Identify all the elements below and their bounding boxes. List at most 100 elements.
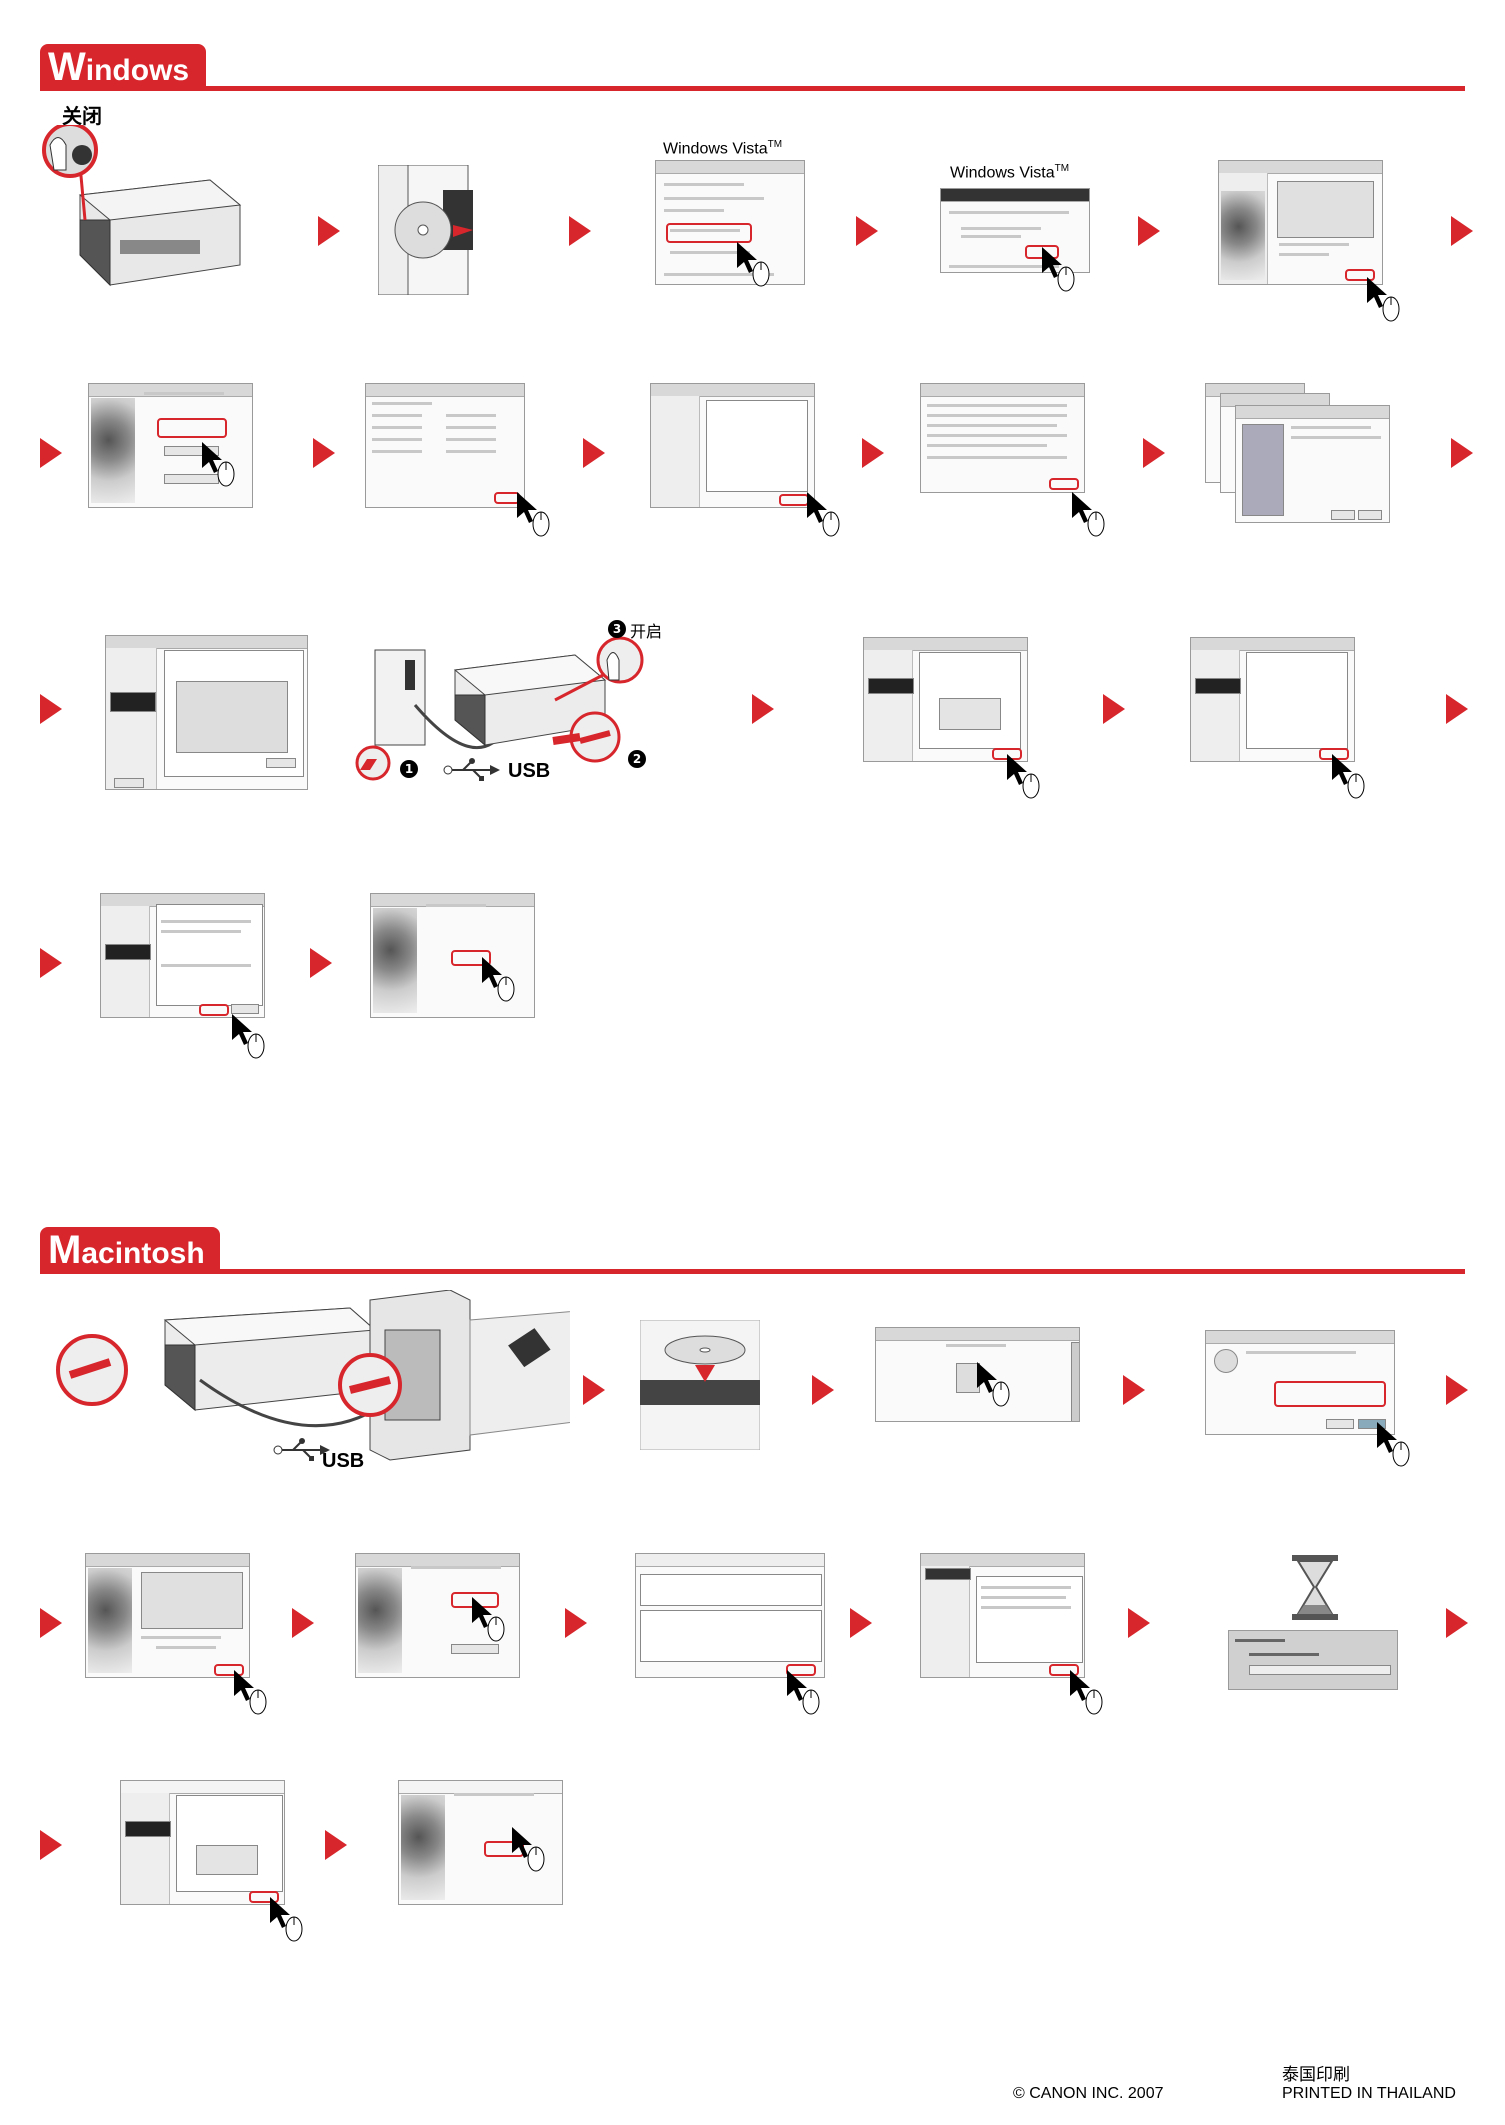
usb-connection-illustration (355, 636, 644, 781)
step-number-2: 2 (628, 750, 646, 768)
cursor-icon (472, 1597, 505, 1642)
mac-easy-install-screenshot (355, 1553, 520, 1678)
arrow-right-icon (40, 694, 62, 724)
arrow-right-icon (583, 1375, 605, 1405)
windows-section-header: Windows (40, 44, 1465, 91)
arrow-right-icon (565, 1608, 587, 1638)
vista-label-2: Windows VistaTM (950, 163, 1070, 182)
cursor-icon (270, 1897, 303, 1942)
cursor-icon (482, 957, 515, 1002)
section-rule (40, 1269, 1465, 1274)
arrow-right-icon (1103, 694, 1125, 724)
cursor-icon (1072, 492, 1105, 537)
tag-initial: W (48, 45, 86, 89)
arrow-right-icon (1143, 438, 1165, 468)
copyright-text: © CANON INC. 2007 (1013, 2085, 1164, 2102)
cursor-icon (1070, 1670, 1103, 1715)
stacked-window-3 (1235, 405, 1390, 523)
cursor-icon (1332, 754, 1365, 799)
cursor-icon (787, 1670, 820, 1715)
arrow-right-icon (313, 438, 335, 468)
arrow-right-icon (40, 1830, 62, 1860)
uac-dialog-screenshot (940, 188, 1090, 273)
hourglass-icon (1292, 1555, 1338, 1620)
tag-rest: indows (85, 54, 190, 87)
cursor-icon (1007, 754, 1040, 799)
arrow-right-icon (40, 948, 62, 978)
power-off-label: 关闭 (62, 104, 102, 128)
tag-initial: M (48, 1228, 82, 1272)
cursor-icon (977, 1362, 1010, 1407)
arrow-right-icon (569, 216, 591, 246)
mac-cd-insert-illustration (640, 1320, 760, 1450)
macintosh-tag: Macintosh (40, 1227, 220, 1273)
arrow-right-icon (310, 948, 332, 978)
arrow-right-icon (1128, 1608, 1150, 1638)
arrow-right-icon (812, 1375, 834, 1405)
extended-survey-screenshot (100, 893, 265, 1018)
mac-alignment-screenshot (120, 1780, 285, 1905)
windows-tag: Windows (40, 44, 206, 90)
cursor-icon (1377, 1422, 1410, 1467)
cursor-icon (517, 492, 550, 537)
power-button-icon (72, 145, 92, 165)
arrow-right-icon (1446, 694, 1468, 724)
arrow-right-icon (856, 216, 878, 246)
arrow-right-icon (862, 438, 884, 468)
arrow-right-icon (40, 438, 62, 468)
printed-in-cn-text: 泰国印刷 (1282, 2065, 1350, 2085)
step-number-1: 1 (400, 760, 418, 778)
easy-install-screenshot (88, 383, 253, 508)
mac-residence-screenshot (85, 1553, 250, 1678)
arrow-right-icon (318, 216, 340, 246)
mac-usb-label: USB (322, 1450, 365, 1472)
installation-progress-screenshot (1228, 1630, 1398, 1690)
usb-label: USB (508, 760, 551, 782)
arrow-right-icon (40, 1608, 62, 1638)
arrow-right-icon (1123, 1375, 1145, 1405)
arrow-right-icon (752, 694, 774, 724)
arrow-right-icon (1451, 438, 1473, 468)
residence-window-screenshot (1218, 160, 1383, 285)
cursor-icon (737, 242, 770, 287)
step-number-3: 3 (608, 620, 626, 638)
tag-rest: acintosh (81, 1237, 205, 1270)
mac-usb-connection-illustration (56, 1290, 570, 1461)
printer-connection-screenshot (105, 635, 308, 790)
install-list-screenshot (365, 383, 525, 508)
cursor-icon (1042, 247, 1075, 292)
destination-screenshot (650, 383, 815, 508)
authenticate-screenshot (1205, 1330, 1395, 1435)
cursor-icon (512, 1827, 545, 1872)
cursor-icon (202, 442, 235, 487)
cd-window-screenshot (875, 1327, 1080, 1422)
mac-license-screenshot (920, 1553, 1085, 1678)
arrow-right-icon (1138, 216, 1160, 246)
usb-symbol-icon (443, 758, 500, 781)
printed-in-en-text: PRINTED IN THAILAND (1282, 2085, 1456, 2102)
mac-install-list-screenshot (635, 1553, 825, 1678)
cursor-icon (1367, 277, 1400, 322)
arrow-right-icon (1446, 1375, 1468, 1405)
section-rule (40, 86, 1465, 91)
autoplay-window-screenshot (655, 160, 805, 285)
print-head-alignment-screenshot (863, 637, 1028, 762)
arrow-right-icon (325, 1830, 347, 1860)
vista-label-1: Windows VistaTM (663, 139, 783, 158)
arrow-right-icon (850, 1608, 872, 1638)
power-on-label: 开启 (630, 622, 663, 641)
printer-power-off-illustration (42, 125, 242, 287)
cursor-icon (232, 1014, 265, 1059)
arrow-right-icon (1451, 216, 1473, 246)
license-screenshot (920, 383, 1085, 493)
cd-insert-illustration (378, 165, 473, 295)
arrow-right-icon (583, 438, 605, 468)
usb-symbol-icon (273, 1438, 330, 1461)
cursor-icon (234, 1670, 267, 1715)
macintosh-section-header: Macintosh (40, 1227, 1465, 1274)
arrow-right-icon (292, 1608, 314, 1638)
cursor-icon (807, 492, 840, 537)
install-complete-screenshot (1190, 637, 1355, 762)
mac-restart-screenshot (398, 1780, 563, 1905)
arrow-right-icon (1446, 1608, 1468, 1638)
